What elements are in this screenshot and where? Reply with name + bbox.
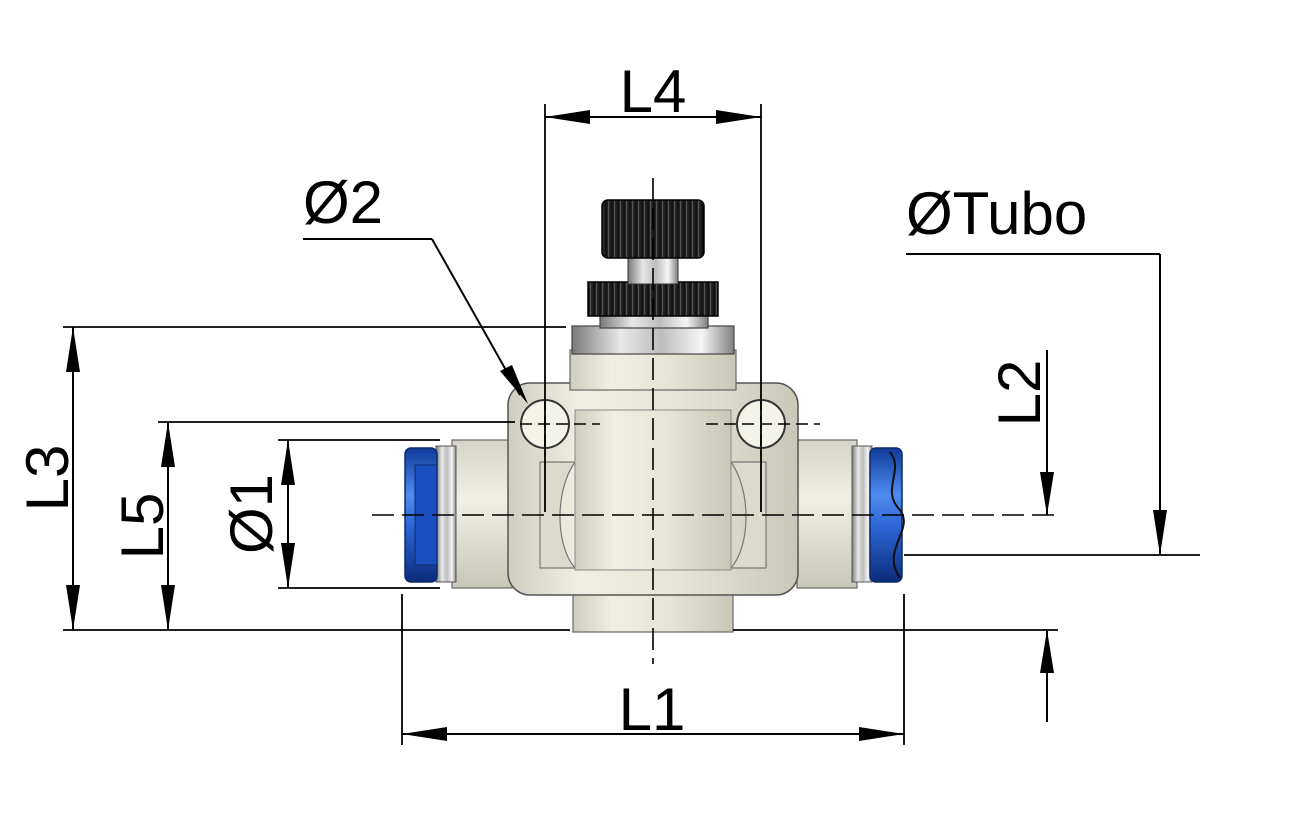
label-L3: L3 <box>14 445 81 512</box>
label-L5: L5 <box>109 493 176 560</box>
right-collet-wave <box>889 451 905 579</box>
left-port-ring <box>435 445 457 583</box>
dimension-L5: L5 <box>109 421 515 630</box>
dimension-D1: Ø1 <box>218 439 440 589</box>
label-D1: Ø1 <box>218 474 285 554</box>
dimension-L4: L4 <box>544 58 762 512</box>
label-L2: L2 <box>986 360 1053 427</box>
dimension-L2: L2 <box>733 350 1058 722</box>
label-D2: Ø2 <box>303 169 383 236</box>
label-L1: L1 <box>619 676 686 743</box>
right-port-ring <box>851 445 873 583</box>
right-port-body <box>796 439 858 589</box>
dimension-L1: L1 <box>401 594 905 745</box>
dimension-L3: L3 <box>14 326 570 631</box>
dimension-D2: Ø2 <box>303 169 528 404</box>
fitting-part <box>404 199 905 633</box>
label-L4: L4 <box>620 58 687 125</box>
dimension-DTubo: ØTubo <box>904 180 1200 556</box>
label-DTubo: ØTubo <box>906 180 1087 247</box>
left-port-body <box>451 439 513 589</box>
